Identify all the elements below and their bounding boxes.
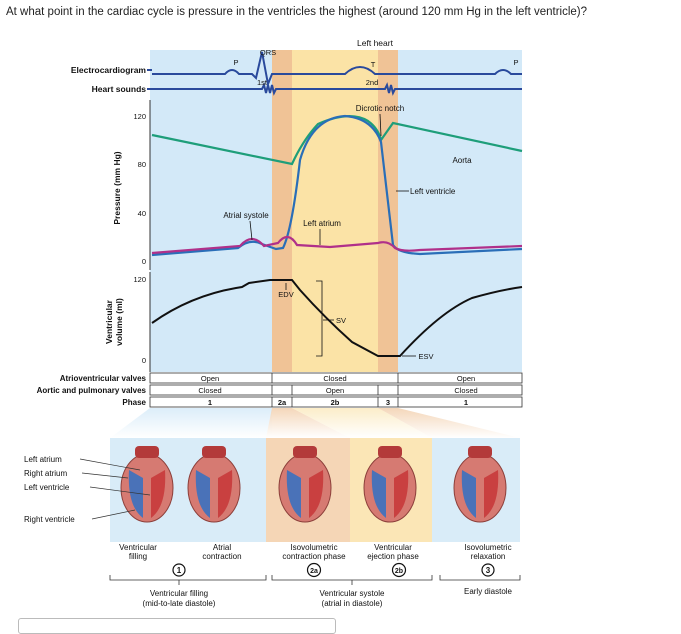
heart-illustration-4 — [363, 446, 417, 523]
right-ventricle-struct-label: Right ventricle — [24, 515, 75, 524]
group-brackets — [109, 575, 521, 585]
pressure-tick-40: 40 — [138, 209, 146, 218]
phase-2b: 2b — [331, 398, 340, 407]
ventricle-volume-curve — [151, 279, 523, 357]
pressure-axis-label: Pressure (mm Hg) — [112, 151, 122, 224]
stage-number-2a: 2a — [310, 568, 318, 575]
edv-label: EDV — [278, 290, 293, 299]
heart-illustration-2 — [187, 446, 241, 523]
heart-sounds-label: Heart sounds — [92, 84, 147, 94]
group-filling-1: Ventricular filling — [150, 589, 208, 598]
heart-illustration-5 — [453, 446, 507, 523]
ecg-label: Electrocardiogram — [71, 65, 147, 75]
av-open-right: Open — [457, 374, 475, 383]
caption-vent-fill-2: filling — [129, 552, 147, 561]
av-open-left: Open — [201, 374, 219, 383]
phase-1b: 1 — [464, 398, 468, 407]
sound-1st-label: 1st — [257, 78, 268, 87]
caption-isocon-1: Isovolumetric — [290, 543, 337, 552]
right-atrium-struct-label: Right atrium — [24, 469, 67, 478]
esv-label: ESV — [418, 352, 433, 361]
left-ventricle-label: Left ventricle — [410, 187, 456, 196]
left-heart-header: Left heart — [357, 38, 394, 48]
ap-closed-left: Closed — [198, 386, 221, 395]
volume-tick-120: 120 — [133, 275, 146, 284]
aorta-label: Aorta — [452, 156, 472, 165]
ecg-p2-label: P — [513, 58, 518, 67]
ecg-qrs-label: QRS — [260, 48, 276, 57]
phase-2a: 2a — [278, 398, 287, 407]
stage-numbers: 1 2a 2b 3 — [172, 562, 495, 578]
group-filling-2: (mid-to-late diastole) — [143, 599, 216, 608]
stage-number-2b: 2b — [395, 568, 403, 575]
dicrotic-notch-label: Dicrotic notch — [356, 104, 404, 113]
phase-1: 1 — [208, 398, 212, 407]
caption-eject-1: Ventricular — [374, 543, 412, 552]
caption-isorel-1: Isovolumetric — [464, 543, 511, 552]
group-systole-2: (atrial in diastole) — [322, 599, 383, 608]
sv-label: SV — [336, 316, 346, 325]
av-valves-label: Atrioventricular valves — [60, 374, 147, 383]
volume-axis-label-1: Ventricular — [104, 299, 114, 344]
phase-label: Phase — [122, 398, 146, 407]
caption-eject-2: ejection phase — [367, 552, 419, 561]
sound-2nd-label: 2nd — [366, 78, 379, 87]
phase-3: 3 — [386, 398, 390, 407]
valve-table: Atrioventricular valves Aortic and pulmo… — [37, 372, 523, 408]
atrium-pressure-curve — [151, 235, 523, 255]
caption-vent-fill-1: Ventricular — [119, 543, 157, 552]
ap-open-mid: Open — [326, 386, 344, 395]
left-atrium-struct-label: Left atrium — [24, 455, 62, 464]
heart-illustration-3 — [278, 446, 332, 523]
pressure-tick-80: 80 — [138, 160, 146, 169]
heart-illustration-1 — [120, 446, 174, 523]
heart-structure-labels: Left atrium Right atrium Left ventricle … — [24, 455, 151, 524]
phase-projections — [110, 408, 520, 438]
left-ventricle-struct-label: Left ventricle — [24, 483, 70, 492]
ap-valves-label: Aortic and pulmonary valves — [37, 386, 147, 395]
volume-tick-0: 0 — [142, 356, 146, 365]
caption-atrial-2: contraction — [202, 552, 241, 561]
stage-number-1: 1 — [177, 566, 182, 575]
pressure-tick-120: 120 — [133, 112, 146, 121]
stage-captions: Ventricular filling Atrial contraction I… — [119, 543, 511, 561]
ecg-trace — [152, 51, 522, 88]
ecg-p-label: P — [233, 58, 238, 67]
phase-bands — [150, 50, 522, 372]
question-text: At what point in the cardiac cycle is pr… — [6, 6, 588, 18]
heart-sounds-trace — [152, 82, 522, 96]
caption-isocon-2: contraction phase — [282, 552, 346, 561]
volume-axis-label-2: volume (ml) — [114, 298, 124, 346]
pressure-tick-0: 0 — [142, 257, 146, 266]
caption-isorel-2: relaxation — [471, 552, 506, 561]
caption-atrial-1: Atrial — [213, 543, 231, 552]
answer-input-edge[interactable] — [18, 618, 336, 634]
ecg-t-label: T — [371, 60, 376, 69]
av-closed-mid: Closed — [323, 374, 346, 383]
atrial-systole-label: Atrial systole — [223, 211, 269, 220]
group-systole-1: Ventricular systole — [320, 589, 385, 598]
stage-number-3: 3 — [486, 566, 491, 575]
left-atrium-label: Left atrium — [303, 219, 341, 228]
ap-closed-right: Closed — [454, 386, 477, 395]
group-early-diastole: Early diastole — [464, 587, 513, 596]
